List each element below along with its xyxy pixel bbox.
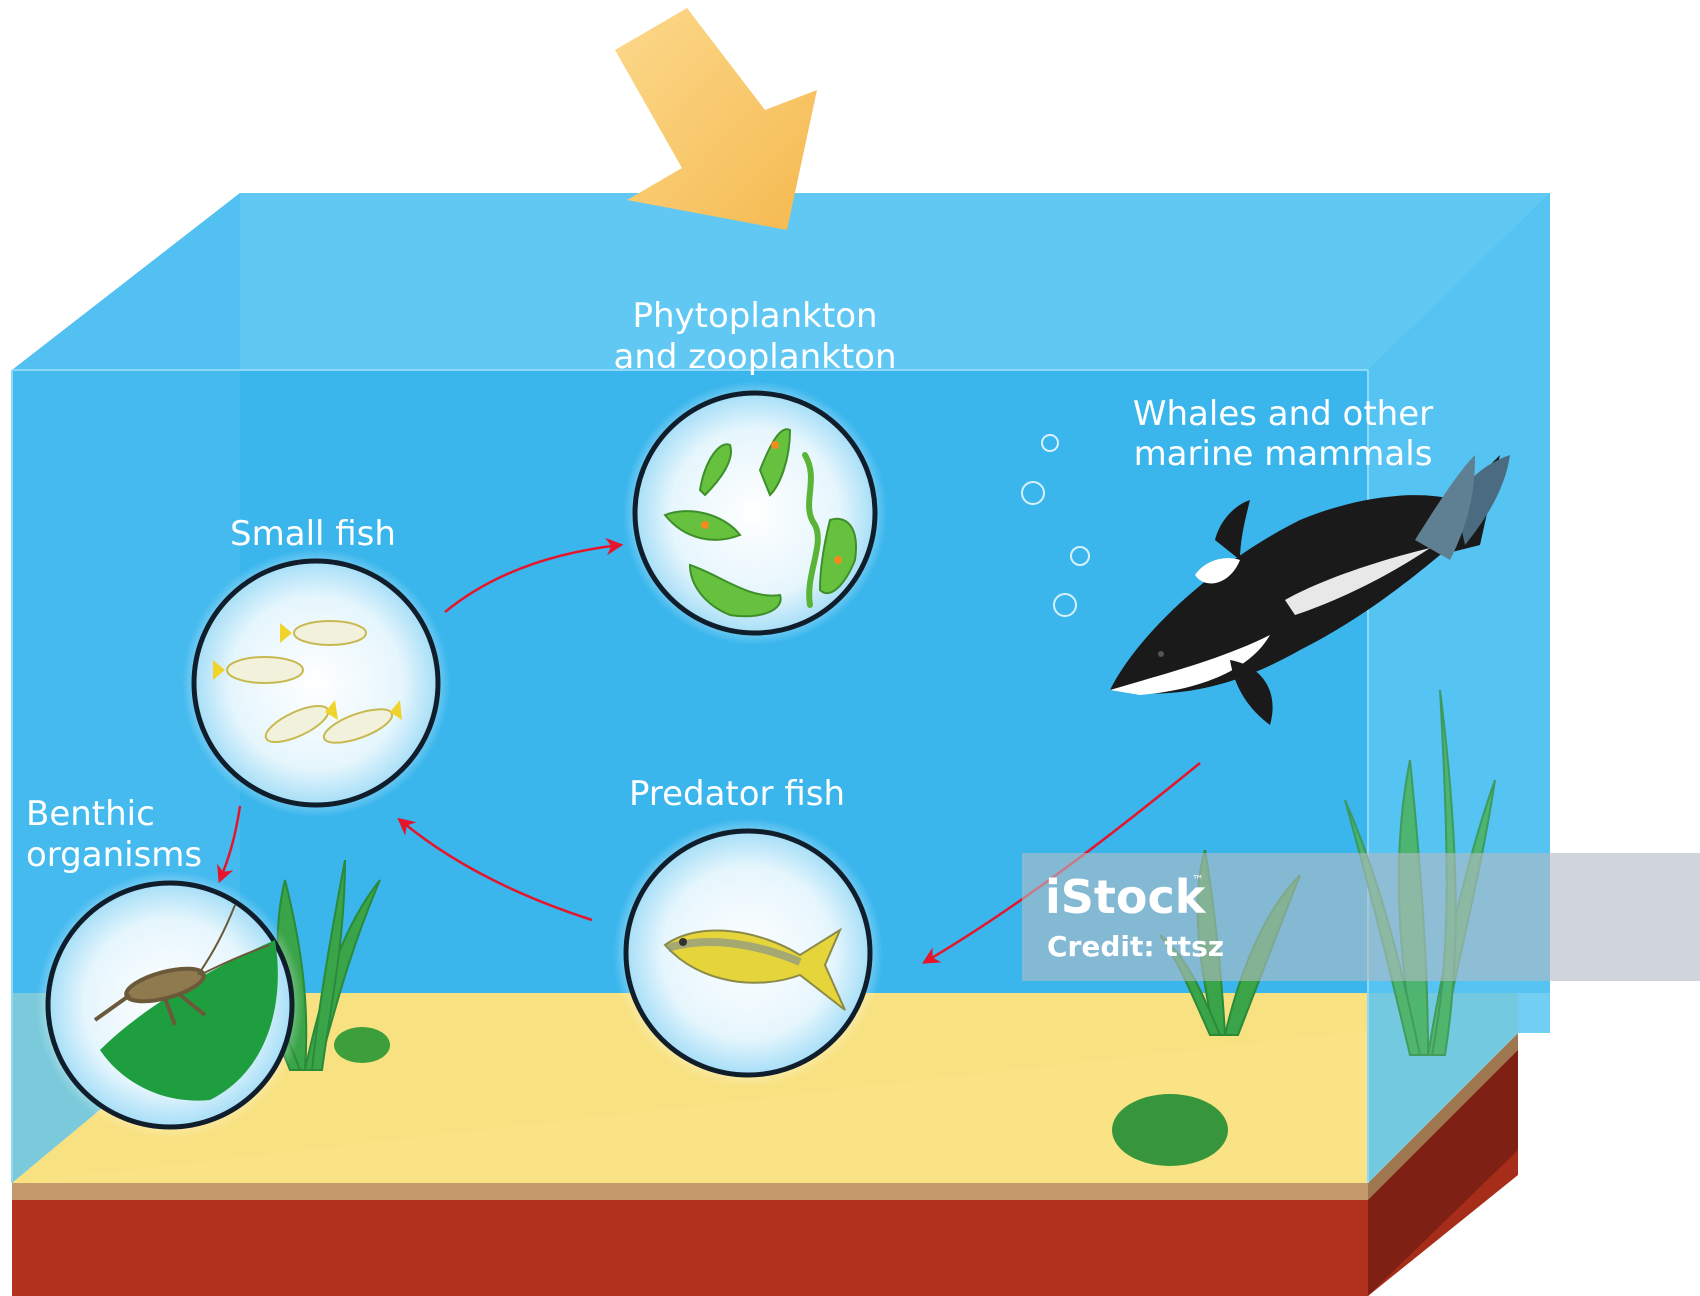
green-rock-big — [1112, 1094, 1228, 1166]
predator-fish-circle — [613, 818, 883, 1088]
orca-whale — [1110, 455, 1510, 725]
arrow-small-fish-to-benthic — [217, 805, 242, 884]
arrow-predator-to-small-fish — [397, 817, 593, 922]
plankton-circle — [623, 381, 887, 645]
watermark-trademark: ™ — [1192, 873, 1204, 887]
small-fish-circle — [182, 549, 450, 817]
soil-layer — [12, 1033, 1518, 1296]
sunlight-arrow — [615, 8, 817, 230]
label-benthic-line1: Benthic — [26, 794, 155, 834]
istock-watermark: iStock ™ Credit: ttsz — [1022, 853, 1700, 981]
label-whales-line1: Whales and other — [1133, 394, 1433, 434]
label-small-fish: Small fish — [230, 514, 396, 554]
label-predator-fish: Predator fish — [629, 774, 845, 814]
label-whales-line2: marine mammals — [1134, 434, 1433, 474]
air-bubbles — [1021, 434, 1090, 617]
watermark-brand: iStock — [1045, 870, 1207, 924]
label-benthic-line2: organisms — [26, 835, 202, 875]
green-rock-small — [334, 1027, 390, 1063]
watermark-credit: Credit: ttsz — [1047, 930, 1224, 963]
label-plankton-line2: and zooplankton — [613, 337, 896, 377]
arrow-small-fish-to-plankton — [444, 537, 624, 613]
benthic-circle — [36, 871, 304, 1139]
diagram-labels: Phytoplankton and zooplankton Whales and… — [26, 296, 1433, 875]
label-plankton-line1: Phytoplankton — [632, 296, 877, 336]
